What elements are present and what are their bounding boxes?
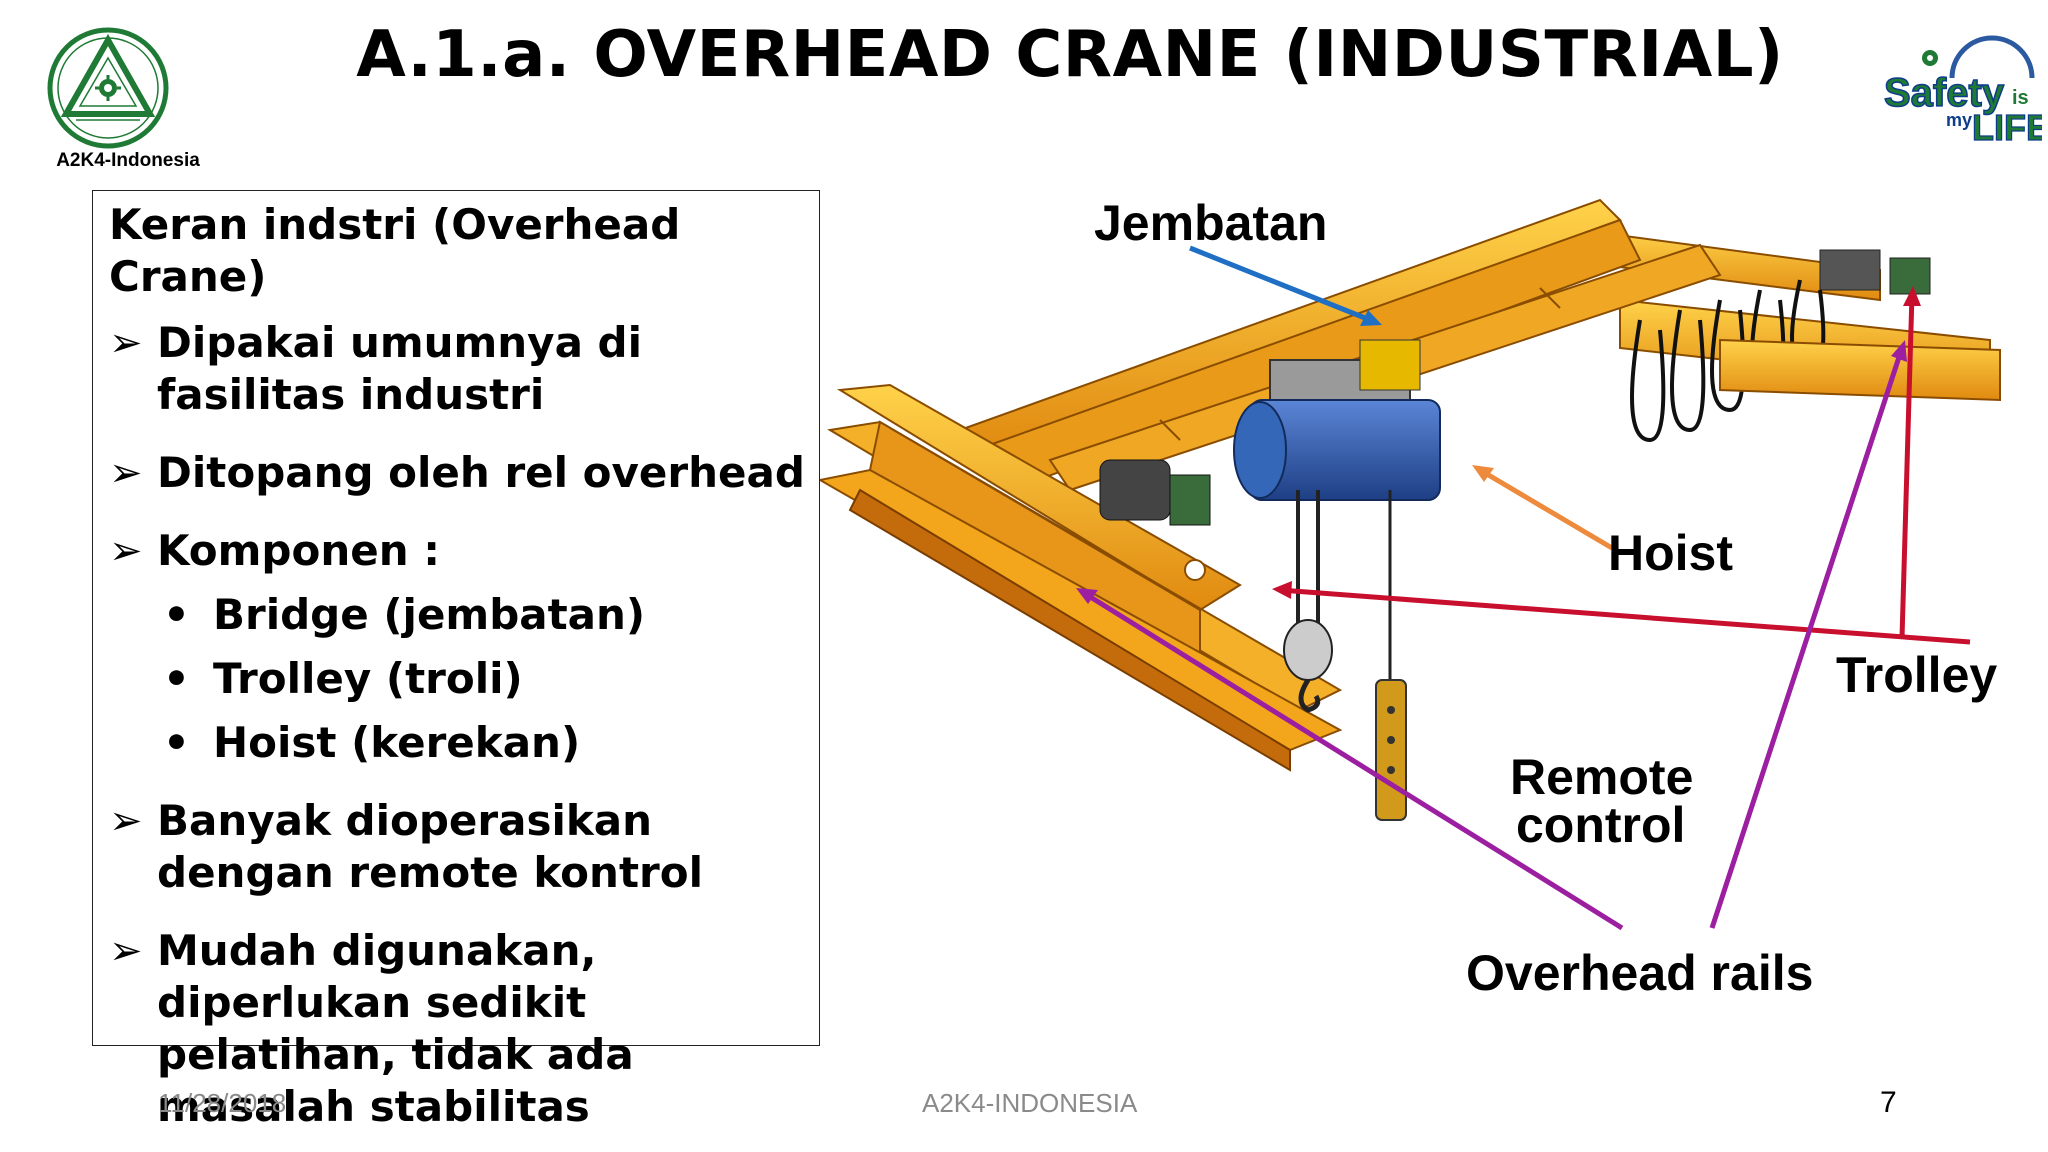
arrow-bullet-icon: ➢ <box>109 928 143 974</box>
a2k4-logo: A2K4-Indonesia <box>28 26 200 176</box>
bullet-text: Dipakai umumnya di fasilitas industri <box>157 318 642 419</box>
pendant-remote <box>1375 490 1407 821</box>
sub-bullet-item: • Trolley (troli) <box>163 653 805 705</box>
bullet-item: ➢ Komponen : <box>109 525 805 577</box>
annotation-arrows <box>1076 245 1971 931</box>
sub-bullet-text: Hoist (kerekan) <box>213 718 581 767</box>
sub-bullet-text: Bridge (jembatan) <box>213 590 646 639</box>
bullet-item: ➢ Banyak dioperasikan dengan remote kont… <box>109 795 805 899</box>
logo-word-is: is <box>2012 87 2029 109</box>
label-trolley: Trolley <box>1836 647 1998 703</box>
label-overhead-rails: Overhead rails <box>1466 945 1814 1001</box>
slide-title: A.1.a. OVERHEAD CRANE (INDUSTRIAL) <box>356 18 1784 92</box>
rails-arrow-1 <box>1082 590 1624 931</box>
bullet-item: ➢ Ditopang oleh rel overhead <box>109 447 805 499</box>
sub-bullet-item: • Hoist (kerekan) <box>163 717 805 769</box>
bullet-text: Ditopang oleh rel overhead <box>157 448 805 497</box>
jembatan-arrow <box>1189 245 1376 325</box>
dot-bullet-icon: • <box>163 590 190 639</box>
footer-date: 11/28/2018 <box>158 1088 287 1118</box>
a2k4-emblem-icon <box>47 27 169 149</box>
dot-bullet-icon: • <box>163 654 190 703</box>
trolley-arrow-2 <box>1899 293 1915 639</box>
box-heading: Keran indstri (Overhead Crane) <box>109 200 681 301</box>
dot-bullet-icon: • <box>163 718 190 767</box>
bullet-text: Mudah digunakan, diperlukan sedikit pela… <box>157 926 634 1131</box>
bullet-text: Banyak dioperasikan dengan remote kontro… <box>157 796 703 897</box>
far-runway-rail <box>1719 338 2001 402</box>
arrow-bullet-icon: ➢ <box>109 528 143 574</box>
safety-logo-icon: Safety is my LIFE <box>1883 35 2048 149</box>
footer-org: A2K4-INDONESIA <box>922 1088 1138 1118</box>
overhead-crane-illustration <box>820 198 2001 931</box>
logo-word-safety: Safety <box>1884 71 2005 115</box>
label-remote-line1: Remote <box>1510 749 1694 805</box>
sub-bullet-text: Trolley (troli) <box>213 654 523 703</box>
arrow-bullet-icon: ➢ <box>109 450 143 496</box>
hoist-arrow <box>1478 467 1614 551</box>
safety-is-my-life-logo: Safety is my LIFE <box>1882 28 2048 158</box>
page-number: 7 <box>1880 1086 1897 1119</box>
bullet-item: ➢ Mudah digunakan, diperlukan sedikit pe… <box>109 925 805 1133</box>
logo-caption: A2K4-Indonesia <box>56 150 200 171</box>
bullet-text: Komponen : <box>157 526 441 575</box>
rails-arrow-2 <box>1709 347 1905 929</box>
content-box: Keran indstri (Overhead Crane) ➢ Dipakai… <box>92 190 820 1131</box>
hoist <box>1233 399 1441 713</box>
logo-word-life: LIFE <box>1972 107 2042 148</box>
arrow-bullet-icon: ➢ <box>109 798 143 844</box>
trolley-arrow-1 <box>1279 587 1971 645</box>
label-jembatan: Jembatan <box>1094 195 1328 251</box>
label-hoist: Hoist <box>1608 525 1733 581</box>
label-remote-line2: control <box>1516 797 1686 853</box>
near-end-truck <box>820 383 1343 772</box>
bullet-item: ➢ Dipakai umumnya di fasilitas industri <box>109 317 805 421</box>
logo-word-my: my <box>1946 110 1972 130</box>
arrow-bullet-icon: ➢ <box>109 320 143 366</box>
sub-bullet-item: • Bridge (jembatan) <box>163 589 805 641</box>
